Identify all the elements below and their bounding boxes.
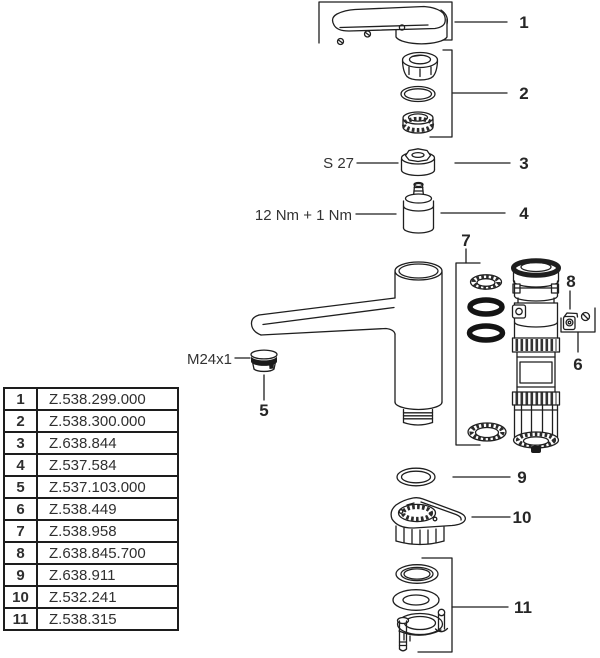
- table-row: 6 Z.538.449: [3, 497, 179, 521]
- part-7-seal-set-drawing: [466, 274, 507, 442]
- part-3-nut-drawing: [400, 148, 436, 177]
- part-ref: 1: [3, 387, 38, 411]
- callout-2-label: 2: [519, 84, 528, 103]
- part-ref: 10: [3, 585, 38, 609]
- part-number: Z.538.449: [36, 497, 179, 521]
- callout-4-label: 4: [519, 204, 529, 223]
- table-row: 3 Z.638.844: [3, 431, 179, 455]
- part-5-aerator-drawing: [250, 349, 278, 373]
- part-number: Z.538.958: [36, 519, 179, 543]
- callout-11-label: 11: [514, 598, 532, 617]
- part-number: Z.538.299.000: [36, 387, 179, 411]
- part-10-base-drawing: [390, 497, 466, 546]
- wrench-size-label: S 27: [323, 155, 354, 172]
- table-row: 4 Z.537.584: [3, 453, 179, 477]
- table-row: 5 Z.537.103.000: [3, 475, 179, 499]
- callout-9-label: 9: [517, 468, 526, 487]
- part-9-oring-drawing: [396, 467, 436, 487]
- part-number: Z.638.844: [36, 431, 179, 455]
- torque-spec-label: 12 Nm + 1 Nm: [255, 207, 352, 224]
- part-8-6-fasteners-drawing: [562, 311, 591, 331]
- part-2-cap-group-drawing: [400, 51, 439, 134]
- part-number: Z.537.103.000: [36, 475, 179, 499]
- diagram-labels: 1 2 3 4 5 6 7 8 9 10 11 S 27 12 Nm + 1 N…: [187, 13, 583, 617]
- table-row: 1 Z.538.299.000: [3, 387, 179, 411]
- callout-7-label: 7: [461, 231, 470, 250]
- part-ref: 7: [3, 519, 38, 543]
- part-11-mounting-set-drawing: [392, 564, 449, 652]
- callout-6-label: 6: [573, 355, 582, 374]
- table-row: 11 Z.538.315: [3, 607, 179, 631]
- part-1-handle-drawing: [331, 5, 449, 46]
- part-number: Z.538.300.000: [36, 409, 179, 433]
- table-row: 7 Z.538.958: [3, 519, 179, 543]
- part-number: Z.538.315: [36, 607, 179, 631]
- part-ref: 6: [3, 497, 38, 521]
- callout-3-label: 3: [519, 154, 528, 173]
- callout-5-label: 5: [259, 401, 268, 420]
- part-number: Z.638.845.700: [36, 541, 179, 565]
- thread-spec-label: M24x1: [187, 351, 232, 368]
- part-ref: 9: [3, 563, 38, 587]
- table-row: 9 Z.638.911: [3, 563, 179, 587]
- part-number: Z.537.584: [36, 453, 179, 477]
- table-row: 2 Z.538.300.000: [3, 409, 179, 433]
- table-row: 10 Z.532.241: [3, 585, 179, 609]
- part-number: Z.638.911: [36, 563, 179, 587]
- parts-table: 1 Z.538.299.000 2 Z.538.300.000 3 Z.638.…: [3, 387, 179, 631]
- part-ref: 4: [3, 453, 38, 477]
- part-4-cartridge-drawing: [402, 181, 435, 234]
- part-ref: 3: [3, 431, 38, 455]
- part-ref: 8: [3, 541, 38, 565]
- callout-10-label: 10: [513, 508, 532, 527]
- part-ref: 5: [3, 475, 38, 499]
- cartridge-extension-drawing: [511, 258, 561, 453]
- callout-8-label: 8: [566, 272, 575, 291]
- part-ref: 2: [3, 409, 38, 433]
- part-ref: 11: [3, 607, 38, 631]
- part-number: Z.532.241: [36, 585, 179, 609]
- table-row: 8 Z.638.845.700: [3, 541, 179, 565]
- faucet-body-drawing: [250, 261, 443, 426]
- callout-lines: [234, 1, 596, 653]
- callout-1-label: 1: [519, 13, 528, 32]
